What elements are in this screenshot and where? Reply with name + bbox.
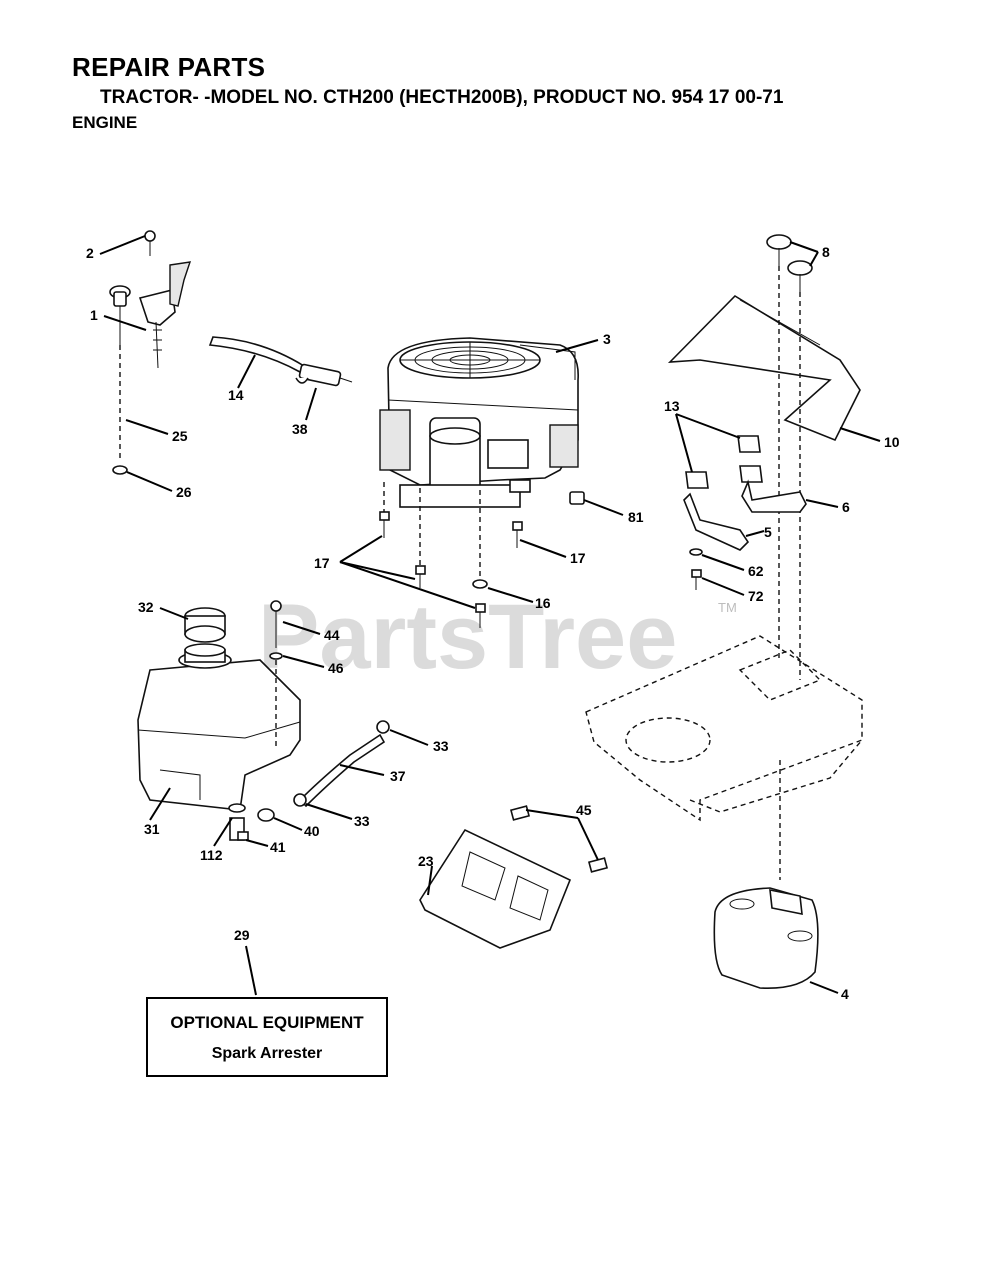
callout-45: 45	[576, 802, 592, 818]
callout-81: 81	[628, 509, 644, 525]
callout-40: 40	[304, 823, 320, 839]
callout-2: 2	[86, 245, 94, 261]
hose-clamp-lower	[293, 793, 307, 807]
fuel-cap-part	[184, 607, 226, 643]
engine-bolts-part	[379, 482, 523, 628]
callout-3: 3	[603, 331, 611, 347]
shutoff-valve-part	[228, 803, 249, 841]
callout-25: 25	[172, 428, 188, 444]
callout-23: 23	[418, 853, 434, 869]
callout-44: 44	[324, 627, 340, 643]
callout-17-left: 17	[314, 555, 330, 571]
hex-bolt-72-part	[691, 569, 702, 590]
optional-equipment-box: OPTIONAL EQUIPMENT Spark Arrester	[146, 997, 388, 1077]
watermark-trademark: TM	[718, 600, 737, 615]
callout-4: 4	[841, 986, 849, 1002]
callout-29: 29	[234, 927, 250, 943]
exhaust-pipe-left	[683, 492, 750, 551]
engine-part	[379, 337, 579, 508]
fuel-hose-part	[298, 733, 386, 808]
watermark-text: PartsTree	[258, 586, 677, 688]
optional-equipment-heading: OPTIONAL EQUIPMENT	[170, 1013, 364, 1032]
model-subtitle: TRACTOR- -MODEL NO. CTH200 (HECTH200B), …	[100, 87, 784, 108]
tractor-frame-outline	[585, 635, 863, 880]
callout-112: 112	[200, 847, 223, 863]
exhaust-gaskets-part	[685, 435, 763, 489]
callout-46: 46	[328, 660, 344, 676]
callout-31: 31	[144, 821, 160, 837]
fuel-tank-part	[137, 643, 301, 811]
fuel-fitting-part	[295, 363, 353, 387]
callout-10: 10	[884, 434, 900, 450]
washer-part	[472, 579, 488, 589]
hose-clamp-upper	[376, 720, 390, 734]
throttle-control-part	[138, 230, 192, 369]
callout-6: 6	[842, 499, 850, 515]
spark-arrester-label: Spark Arrester	[211, 1045, 323, 1062]
callout-14: 14	[228, 387, 244, 403]
tank-screw-part	[269, 600, 283, 750]
callout-72: 72	[748, 588, 764, 604]
muffler-part	[713, 887, 819, 989]
callout-62: 62	[748, 563, 764, 579]
heat-shield-part	[419, 805, 609, 949]
choke-knob-part	[109, 285, 131, 475]
callout-5: 5	[764, 524, 772, 540]
page-title: REPAIR PARTS	[72, 52, 266, 82]
callout-37: 37	[390, 768, 406, 784]
lock-washer-part	[689, 548, 703, 556]
callout-16: 16	[535, 595, 551, 611]
bushing-part	[257, 808, 275, 822]
callout-1: 1	[90, 307, 98, 323]
callout-33-lower: 33	[354, 813, 370, 829]
callout-leader-lines	[99, 235, 881, 996]
knob-bolts-part	[766, 234, 813, 680]
callout-33-upper: 33	[433, 738, 449, 754]
exhaust-pipe-right	[741, 479, 807, 513]
callout-17-right: 17	[570, 550, 586, 566]
fitting-81-part	[569, 491, 585, 505]
callout-26: 26	[176, 484, 192, 500]
exhaust-deflector-part	[667, 294, 861, 442]
callout-38: 38	[292, 421, 308, 437]
callout-41: 41	[270, 839, 286, 855]
fuel-line-hose	[208, 336, 306, 374]
callout-13: 13	[664, 398, 680, 414]
section-heading: ENGINE	[72, 113, 138, 132]
callout-8: 8	[822, 244, 830, 260]
callout-32: 32	[138, 599, 154, 615]
